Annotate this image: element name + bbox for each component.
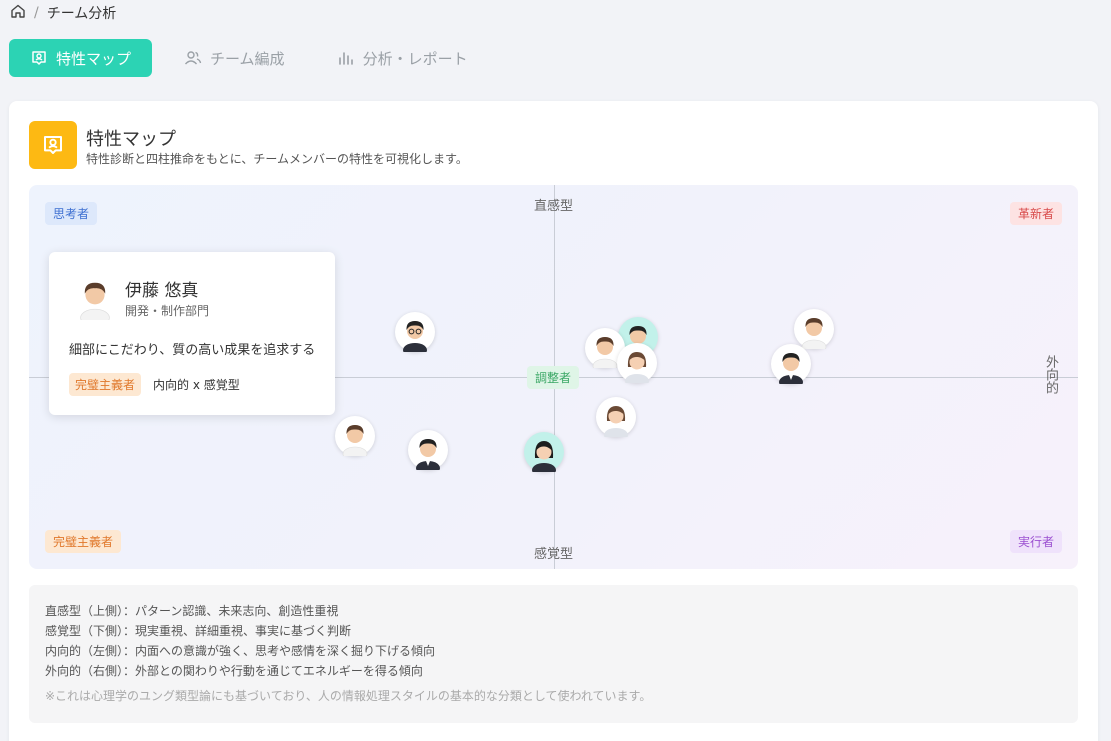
trait-map-area: 直感型 感覚型 外向的 思考者 革新者 完璧主義者 実行者 調整者 伊藤 悠真 … [29,185,1078,569]
member-avatar[interactable] [408,430,448,470]
breadcrumb-current: チーム分析 [46,6,117,22]
legend-note: ※これは心理学のユング類型論にも基づいており、人の情報処理スタイルの基本的な分類… [45,689,652,703]
card-title: 特性マップ [86,129,176,150]
member-detail-popup: 伊藤 悠真 開発・制作部門 細部にこだわり、質の高い成果を追求する 完璧主義者 … [49,252,335,415]
tab-trait-map[interactable]: 特性マップ [9,39,152,77]
trait-map-card: 特性マップ 特性診断と四柱推命をもとに、チームメンバーの特性を可視化します。 直… [9,101,1098,741]
axis-label-intuitive: 直感型 [534,199,574,214]
breadcrumb: / チーム分析 [10,3,116,23]
member-avatar[interactable] [794,309,834,349]
popup-trait-tag: 完璧主義者 [69,373,142,396]
tab-team-composition[interactable]: チーム編成 [164,39,305,77]
quadrant-badge-thinker: 思考者 [45,202,98,225]
tab-analysis-report-label: 分析・レポート [362,49,468,68]
map-person-icon [30,49,48,67]
member-avatar[interactable] [524,432,564,472]
axis-label-sensing: 感覚型 [534,547,574,562]
breadcrumb-separator: / [34,5,39,21]
tab-analysis-report[interactable]: 分析・レポート [317,39,488,77]
tab-trait-map-label: 特性マップ [55,49,131,68]
member-avatar[interactable] [395,312,435,352]
axis-label-extrovert: 外向的 [1043,355,1058,394]
popup-member-department: 開発・制作部門 [125,304,210,318]
member-avatar[interactable] [617,343,657,383]
member-avatar[interactable] [771,344,811,384]
popup-member-name: 伊藤 悠真 [125,281,199,301]
legend-line: 感覚型（下側）：現実重視、詳細重視、事実に基づく判断 [45,624,352,638]
quadrant-badge-perfectionist: 完璧主義者 [45,530,122,553]
home-icon[interactable] [10,3,26,23]
quadrant-badge-coordinator: 調整者 [527,366,580,389]
popup-trait-type: 内向的 x 感覚型 [153,378,240,392]
bar-chart-icon [337,49,355,67]
popup-member-description: 細部にこだわり、質の高い成果を追求する [69,343,316,358]
legend-line: 外向的（右側）：外部との関わりや行動を通じてエネルギーを得る傾向 [45,664,423,678]
quadrant-badge-executor: 実行者 [1010,530,1063,553]
legend-line: 内向的（左側）：内面への意識が強く、思考や感情を深く掘り下げる傾向 [45,644,436,658]
map-person-icon [29,121,77,169]
tab-bar: 特性マップ チーム編成 分析・レポート [9,39,488,77]
axis-legend: 直感型（上側）：パターン認識、未来志向、創造性重視 感覚型（下側）：現実重視、詳… [29,585,1078,723]
member-avatar[interactable] [335,416,375,456]
users-icon [184,49,202,67]
quadrant-badge-innovator: 革新者 [1010,202,1063,225]
popup-avatar [71,270,119,322]
legend-line: 直感型（上側）：パターン認識、未来志向、創造性重視 [45,604,339,618]
card-subtitle: 特性診断と四柱推命をもとに、チームメンバーの特性を可視化します。 [86,152,468,166]
tab-team-composition-label: チーム編成 [210,49,285,68]
member-avatar[interactable] [596,397,636,437]
